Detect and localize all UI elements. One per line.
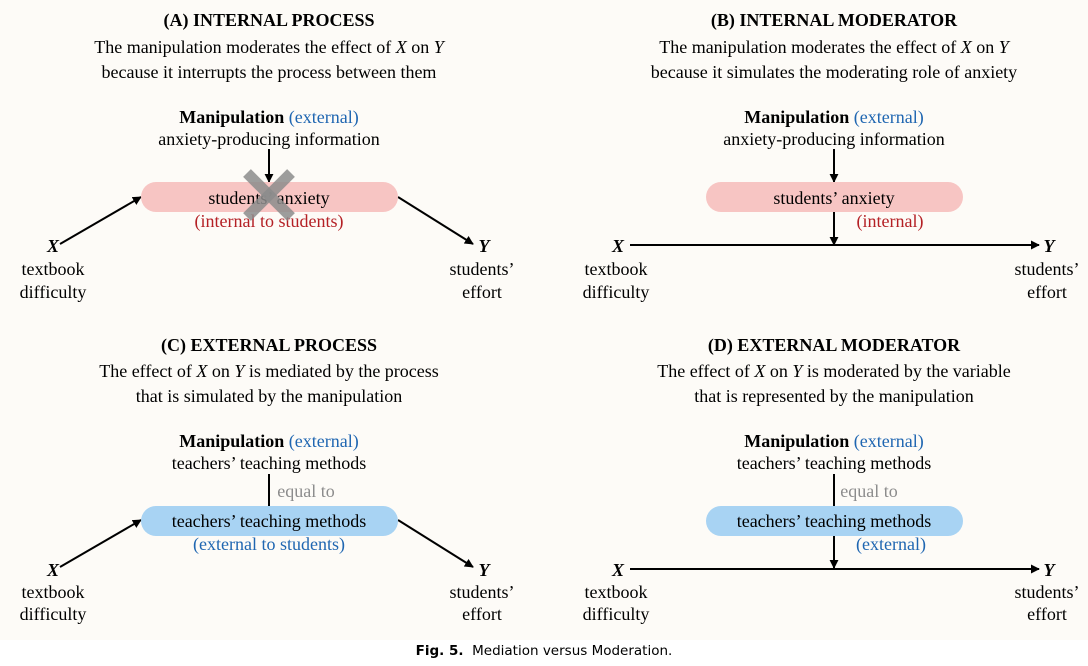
a-x-to-mediator-arrow: [59, 196, 142, 245]
panel-d-moderator-text: teachers’ teaching methods: [736, 511, 932, 531]
panel-d-x-label-line1: textbook: [584, 582, 648, 602]
panel-a-y-variable: Y: [478, 236, 490, 256]
panel-c-x-variable: X: [46, 560, 60, 580]
panel-b-moderator-tag: (internal): [856, 211, 924, 231]
c-x-to-mediator-arrow: [59, 519, 142, 568]
panel-a-x-label-line2: difficulty: [19, 282, 87, 302]
panel-d-y-label-line1: students’: [1014, 582, 1080, 602]
caption-text: Mediation versus Moderation.: [472, 643, 673, 659]
panel-a-x-label-line1: textbook: [21, 259, 85, 279]
panel-d-description-line2: that is represented by the manipulation: [694, 386, 974, 406]
figure-panel-area: (A) INTERNAL PROCESS The manipulation mo…: [19, 10, 1080, 624]
caption-label: Fig. 5.: [415, 643, 464, 659]
panel-c-title: (C) EXTERNAL PROCESS: [160, 335, 378, 355]
arrows-layer: [59, 149, 1040, 574]
cross-mark-icon: [243, 169, 295, 221]
panel-c-mediator-text: teachers’ teaching methods: [171, 511, 367, 531]
panel-d-x-label-line2: difficulty: [582, 604, 650, 624]
panel-c-manipulation-header: Manipulation (external): [179, 431, 359, 451]
panel-a-y-label-line1: students’: [449, 259, 515, 279]
panel-d-manipulation-text: teachers’ teaching methods: [736, 453, 932, 473]
c-mediator-to-y-arrow: [397, 519, 474, 568]
panel-a-mediator-tag: (internal to students): [194, 211, 344, 231]
panel-b-manipulation-header: Manipulation (external): [744, 107, 924, 127]
panel-a-title: (A) INTERNAL PROCESS: [163, 10, 375, 30]
panel-d-manipulation-header: Manipulation (external): [744, 431, 924, 451]
panel-c-equal-label: equal to: [277, 481, 335, 501]
panel-b-description-line1: The manipulation moderates the effect of…: [659, 37, 1009, 57]
panel-b-description-line2: because it simulates the moderating role…: [650, 62, 1018, 82]
panel-c-y-variable: Y: [478, 560, 490, 580]
panel-d-title: (D) EXTERNAL MODERATOR: [707, 335, 961, 355]
panel-b-moderator-text: students’ anxiety: [773, 188, 895, 208]
panel-a-y-label-line2: effort: [462, 282, 502, 302]
panel-b-x-label-line2: difficulty: [582, 282, 650, 302]
panel-d-description-line1: The effect of X on Y is moderated by the…: [657, 361, 1011, 381]
panel-c-mediator-box: [141, 506, 398, 536]
panel-c-description-line2: that is simulated by the manipulation: [135, 386, 403, 406]
figure-caption: Fig. 5. Mediation versus Moderation.: [0, 642, 1088, 660]
panel-b-manipulation-text: anxiety-producing information: [723, 129, 945, 149]
panel-b-x-label-line1: textbook: [584, 259, 648, 279]
a-mediator-to-y-arrow: [397, 196, 474, 245]
panel-d-moderator-box: [706, 506, 963, 536]
panel-c-manipulation-text: teachers’ teaching methods: [171, 453, 367, 473]
panel-c-mediator-tag: (external to students): [193, 534, 345, 554]
panel-b-title: (B) INTERNAL MODERATOR: [710, 10, 958, 30]
panel-a-manipulation-text: anxiety-producing information: [158, 129, 380, 149]
panel-a-description-line1: The manipulation moderates the effect of…: [94, 37, 444, 57]
panel-b-moderator-box: [706, 182, 963, 212]
panel-b-x-variable: X: [611, 236, 625, 256]
panel-b-y-label-line1: students’: [1014, 259, 1080, 279]
panel-d-equal-label: equal to: [840, 481, 898, 501]
panel-c-x-label-line1: textbook: [21, 582, 85, 602]
panel-c-y-label-line1: students’: [449, 582, 515, 602]
panel-d-y-label-line2: effort: [1027, 604, 1067, 624]
panel-a-x-variable: X: [46, 236, 60, 256]
panel-a-manipulation-header: Manipulation (external): [179, 107, 359, 127]
panel-b-y-variable: Y: [1043, 236, 1055, 256]
panel-b-y-label-line2: effort: [1027, 282, 1067, 302]
panel-d-moderator-tag: (external): [856, 534, 926, 554]
panel-d-y-variable: Y: [1043, 560, 1055, 580]
panel-d-x-variable: X: [611, 560, 625, 580]
panel-c-description-line1: The effect of X on Y is mediated by the …: [99, 361, 439, 381]
panel-c-y-label-line2: effort: [462, 604, 502, 624]
panel-a-description-line2: because it interrupts the process betwee…: [101, 62, 437, 82]
panel-c-x-label-line2: difficulty: [19, 604, 87, 624]
